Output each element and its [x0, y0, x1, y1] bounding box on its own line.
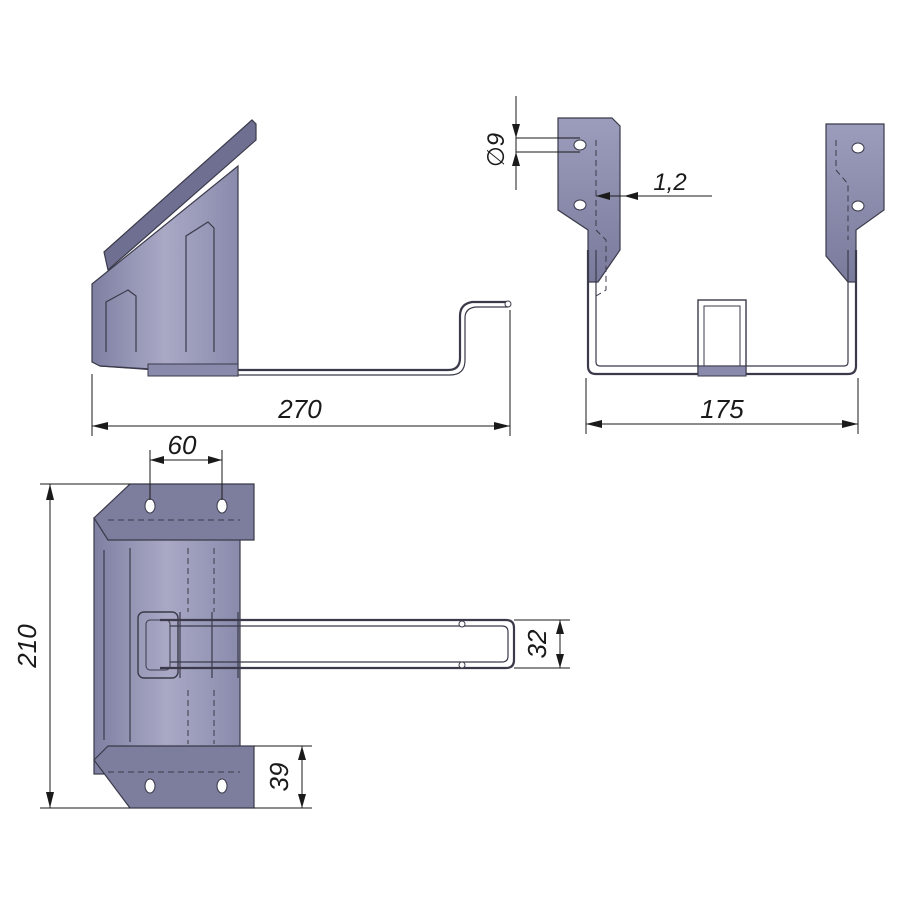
side-view-wire-hook [238, 300, 508, 372]
front-view-u-strip-inner [595, 250, 849, 367]
front-view [557, 117, 885, 377]
top-view-wire-loop [160, 618, 516, 670]
dimension-39: 39 [254, 745, 312, 809]
top-view-hole [144, 498, 156, 514]
top-view-wire-loop-inner [170, 625, 509, 663]
side-view-rib-right [185, 221, 215, 352]
dimension-175-label: 175 [700, 394, 744, 424]
front-view-u-strip-outer [586, 250, 858, 376]
side-view-rib-left [105, 289, 137, 352]
dimension-210-label: 210 [12, 624, 42, 669]
top-view-top-flange [93, 483, 255, 541]
dimension-60-label: 60 [168, 430, 197, 460]
dimension-32-label: 32 [522, 629, 552, 658]
front-view-hidden-right [835, 140, 849, 240]
side-view [91, 119, 512, 377]
dimension-39-label: 39 [264, 763, 294, 792]
front-view-hole [851, 200, 865, 212]
side-view-rim [103, 119, 257, 272]
top-view-hole [216, 498, 228, 514]
dimension-60: 60 [149, 430, 223, 500]
top-view-hole [216, 778, 228, 794]
dimension-thickness-label: 1,2 [653, 169, 686, 196]
dimension-175: 175 [585, 378, 859, 434]
side-view-foot [147, 363, 239, 377]
dimension-210: 210 [12, 483, 130, 809]
front-view-hole [573, 199, 587, 211]
top-view-bottom-flange [93, 745, 255, 809]
front-view-hole [573, 139, 587, 151]
top-view-clamp [137, 611, 179, 679]
dimension-hole-diameter-label: ∅9 [483, 133, 510, 167]
front-view-center-slot [697, 299, 747, 375]
dimension-thickness: 1,2 [596, 169, 712, 200]
dimension-32: 32 [514, 619, 570, 669]
front-view-hole [851, 142, 865, 154]
top-view [93, 483, 516, 809]
front-view-hidden-left [595, 140, 607, 297]
side-view-wire-hook-inner [238, 306, 508, 376]
dimension-hole-diameter: ∅9 [483, 96, 580, 190]
dimension-270: 270 [91, 310, 511, 436]
top-view-plate [93, 517, 241, 775]
top-view-hole [144, 778, 156, 794]
dimension-270-label: 270 [277, 394, 322, 424]
front-view-left-plate [557, 117, 621, 283]
